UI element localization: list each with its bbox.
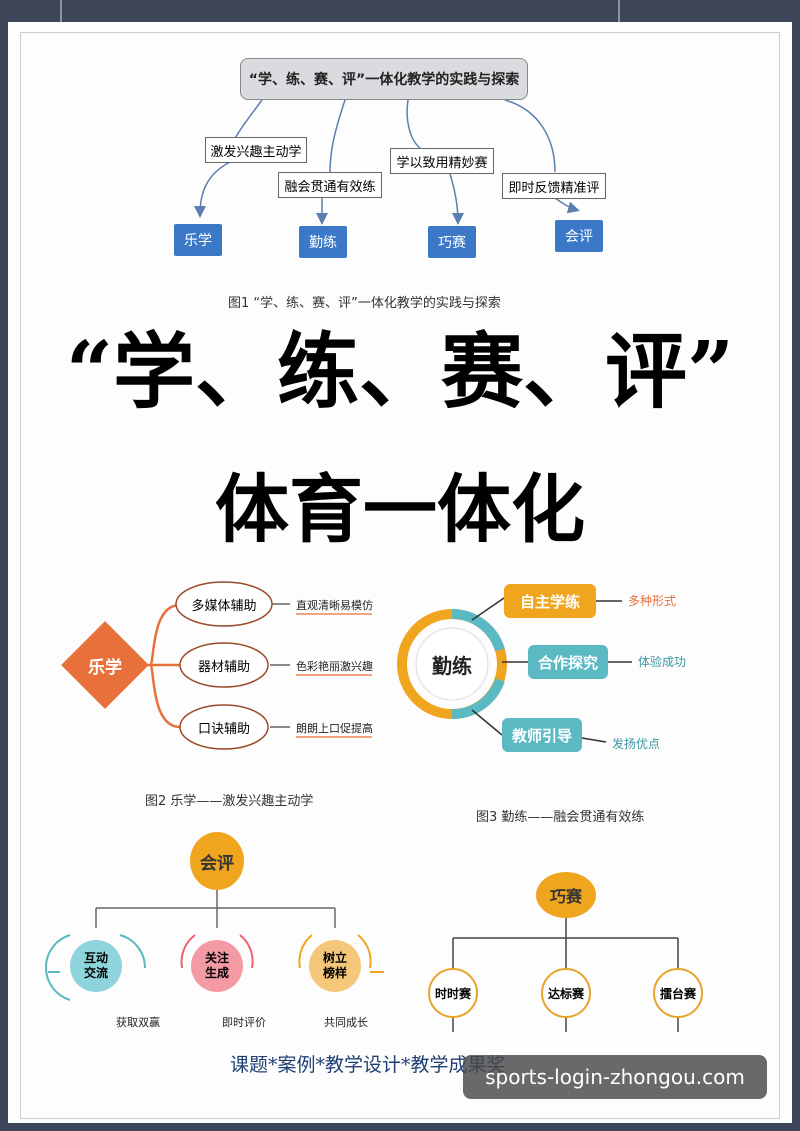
fig3-note-1: 多种形式 bbox=[628, 594, 677, 608]
fig2-branch-3: 口诀辅助 bbox=[197, 721, 250, 737]
fig4-child-2: 关注生成 bbox=[191, 940, 243, 992]
fig3-note-3: 发扬优点 bbox=[612, 737, 661, 751]
fig2-note-2: 色彩艳丽激兴趣 bbox=[296, 660, 373, 673]
fig5-child-2: 达标赛 bbox=[547, 986, 584, 1001]
page-border bbox=[20, 32, 780, 1119]
headline-line2: 体育一体化 bbox=[215, 467, 585, 553]
fig2-branch-2: 器材辅助 bbox=[197, 659, 250, 675]
document-page bbox=[8, 22, 792, 1123]
fig3-branch-3: 教师引导 bbox=[502, 718, 582, 752]
fig3-branch-2: 合作探究 bbox=[528, 645, 608, 679]
fig1-title-box: “学、练、赛、评”一体化教学的实践与探索 bbox=[240, 58, 528, 100]
fig4-child-1: 互动交流 bbox=[70, 940, 122, 992]
fig1-curve bbox=[504, 99, 556, 173]
fig1-curve bbox=[406, 99, 421, 149]
fig2-caption: 图2 乐学——激发兴趣主动学 bbox=[145, 794, 314, 809]
fig1-label-3: 学以致用精妙赛 bbox=[390, 148, 494, 174]
fig1-label-4: 即时反馈精准评 bbox=[502, 173, 606, 199]
fig3-caption: 图3 勤练——融会贯通有效练 bbox=[476, 810, 645, 825]
fig1-curve bbox=[554, 197, 580, 214]
fig2-center-label: 乐学 bbox=[88, 657, 122, 678]
fig5-child-3: 擂台赛 bbox=[659, 986, 696, 1001]
fig2-note-3: 朗朗上口促提高 bbox=[296, 722, 373, 735]
fig1-node-lexue: 乐学 bbox=[174, 224, 222, 256]
fig1-curve bbox=[449, 173, 464, 225]
fig1-curve bbox=[329, 99, 346, 173]
fig1-label-1: 激发兴趣主动学 bbox=[205, 137, 307, 163]
fig1-node-qiaosai: 巧赛 bbox=[428, 226, 476, 258]
fig3-center-label: 勤练 bbox=[432, 653, 472, 678]
fig1-node-huiping: 会评 bbox=[555, 220, 603, 252]
fig2-note-1: 直观清晰易模仿 bbox=[296, 599, 373, 612]
footer-text: 课题*案例*教学设计*教学成果奖 bbox=[230, 1054, 506, 1076]
fig5-center: 巧赛 bbox=[536, 872, 596, 918]
fig4-note-1: 获取双赢 bbox=[116, 1016, 160, 1029]
fig1-caption: 图1 “学、练、赛、评”一体化教学的实践与探索 bbox=[228, 296, 501, 311]
fig5-child-1: 时时赛 bbox=[434, 986, 471, 1001]
fig4-note-3: 共同成长 bbox=[324, 1016, 368, 1029]
headline-line1: “学、练、赛、评” bbox=[65, 324, 735, 420]
fig4-child-3: 树立榜样 bbox=[309, 940, 361, 992]
top-bar bbox=[0, 0, 800, 22]
fig3-note-2: 体验成功 bbox=[638, 655, 687, 669]
fig1-label-2: 融会贯通有效练 bbox=[278, 172, 382, 198]
fig4-note-2: 即时评价 bbox=[222, 1016, 266, 1029]
fig4-center: 会评 bbox=[190, 832, 244, 890]
top-bar-divider bbox=[618, 0, 620, 22]
fig1-node-qinlian: 勤练 bbox=[299, 226, 347, 258]
fig1-curve bbox=[194, 161, 231, 218]
watermark-url[interactable]: sports-login-zhongou.com bbox=[463, 1055, 767, 1099]
fig2-branch-1: 多媒体辅助 bbox=[191, 598, 257, 614]
top-bar-divider bbox=[60, 0, 62, 22]
fig3-branch-1: 自主学练 bbox=[504, 584, 596, 618]
